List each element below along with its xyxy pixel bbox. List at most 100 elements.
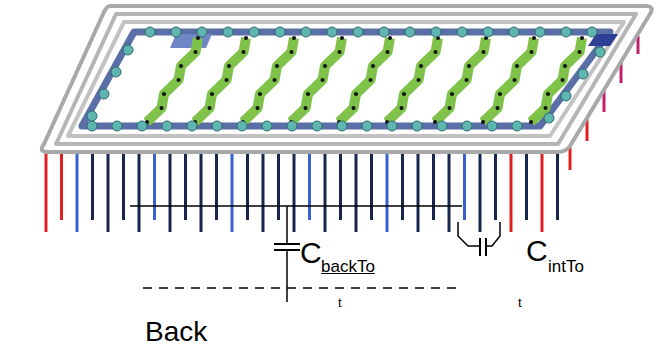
pixel-dot bbox=[256, 106, 260, 110]
strip-line bbox=[60, 152, 63, 220]
pixel-dot bbox=[179, 64, 183, 68]
bond-pad bbox=[595, 47, 605, 57]
strip-line bbox=[122, 152, 125, 220]
green-band bbox=[291, 38, 342, 122]
green-band bbox=[483, 38, 534, 122]
bond-pad bbox=[431, 27, 441, 37]
green-band bbox=[195, 38, 246, 122]
strip-line bbox=[494, 152, 497, 220]
strip-line bbox=[277, 152, 280, 220]
bond-pad bbox=[171, 27, 181, 37]
capacitance-label: t bbox=[338, 296, 342, 309]
bond-pad bbox=[509, 27, 519, 37]
strip-line bbox=[463, 152, 466, 220]
strip-line bbox=[417, 152, 420, 232]
bond-pad bbox=[437, 121, 447, 131]
strip-line bbox=[169, 152, 172, 232]
bond-pad bbox=[337, 121, 347, 131]
bond-pad bbox=[87, 111, 97, 121]
bond-pad bbox=[162, 121, 172, 131]
strip-line bbox=[231, 152, 234, 232]
capacitance-label: t bbox=[518, 296, 522, 309]
capacitor-network bbox=[130, 206, 500, 302]
capacitance-label: intTo bbox=[548, 258, 584, 275]
bond-pad bbox=[561, 91, 571, 101]
pixel-dot bbox=[354, 92, 358, 96]
strip-line bbox=[432, 152, 435, 220]
capacitance-label: backTo bbox=[321, 258, 375, 275]
pixel-dot bbox=[290, 50, 294, 54]
strip-line bbox=[138, 152, 141, 232]
strip-line bbox=[215, 152, 218, 220]
pixel-dot bbox=[580, 36, 584, 40]
strip-line bbox=[510, 152, 513, 232]
implant-strips bbox=[145, 36, 584, 124]
pixel-dot bbox=[578, 50, 582, 54]
bond-pad bbox=[111, 67, 121, 77]
capacitance-label: C bbox=[526, 236, 548, 266]
sensor-surface bbox=[42, 6, 652, 152]
pixel-dot bbox=[482, 50, 486, 54]
bond-pad bbox=[187, 121, 197, 131]
green-band bbox=[243, 38, 294, 122]
pixel-dot bbox=[275, 64, 279, 68]
bond-pad bbox=[487, 121, 497, 131]
bond-pad bbox=[237, 121, 247, 131]
strip-line bbox=[246, 152, 249, 220]
bond-pad bbox=[362, 121, 372, 131]
pixel-dot bbox=[177, 78, 181, 82]
pixel-dot bbox=[498, 92, 502, 96]
bond-pad bbox=[387, 121, 397, 131]
green-band bbox=[147, 38, 198, 122]
bond-pad bbox=[99, 89, 109, 99]
bond-pad bbox=[405, 27, 415, 37]
pixel-dot bbox=[529, 120, 533, 124]
bond-pad bbox=[112, 121, 122, 131]
pixel-dot bbox=[434, 50, 438, 54]
strip-line bbox=[556, 152, 559, 220]
pixel-dot bbox=[338, 50, 342, 54]
pixel-dot bbox=[292, 36, 296, 40]
green-band bbox=[387, 38, 438, 122]
bond-pad bbox=[301, 27, 311, 37]
pixel-dot bbox=[273, 78, 277, 82]
pixel-dot bbox=[371, 64, 375, 68]
bond-pad bbox=[587, 27, 597, 37]
strip-line bbox=[448, 152, 451, 232]
strip-line bbox=[370, 152, 373, 220]
bond-pads bbox=[87, 27, 605, 131]
strip-line bbox=[339, 152, 342, 220]
strip-line bbox=[107, 152, 110, 232]
bond-pad bbox=[462, 121, 472, 131]
pixel-dot bbox=[513, 78, 517, 82]
pixel-dot bbox=[160, 106, 164, 110]
pixel-dot bbox=[433, 120, 437, 124]
pixel-dot bbox=[563, 64, 567, 68]
pixel-dot bbox=[546, 92, 550, 96]
bond-pad bbox=[412, 121, 422, 131]
green-band bbox=[531, 38, 582, 122]
strip-line bbox=[153, 152, 156, 220]
pixel-dot bbox=[515, 64, 519, 68]
pixel-dot bbox=[561, 78, 565, 82]
pixel-dot bbox=[544, 106, 548, 110]
capacitance-label: Back bbox=[145, 318, 207, 346]
strip-line bbox=[541, 152, 544, 232]
pixel-dot bbox=[258, 92, 262, 96]
pixel-dot bbox=[323, 64, 327, 68]
bond-pad bbox=[535, 27, 545, 37]
green-band bbox=[435, 38, 486, 122]
pixel-dot bbox=[162, 92, 166, 96]
green-band bbox=[339, 38, 390, 122]
pixel-dot bbox=[225, 78, 229, 82]
pixel-dot bbox=[340, 36, 344, 40]
strip-line bbox=[479, 152, 482, 232]
strip-line bbox=[184, 152, 187, 220]
bond-pad bbox=[275, 27, 285, 37]
bond-pad bbox=[249, 27, 259, 37]
pixel-dot bbox=[450, 92, 454, 96]
pixel-dot bbox=[496, 106, 500, 110]
pixel-dot bbox=[530, 50, 534, 54]
bond-pad bbox=[327, 27, 337, 37]
